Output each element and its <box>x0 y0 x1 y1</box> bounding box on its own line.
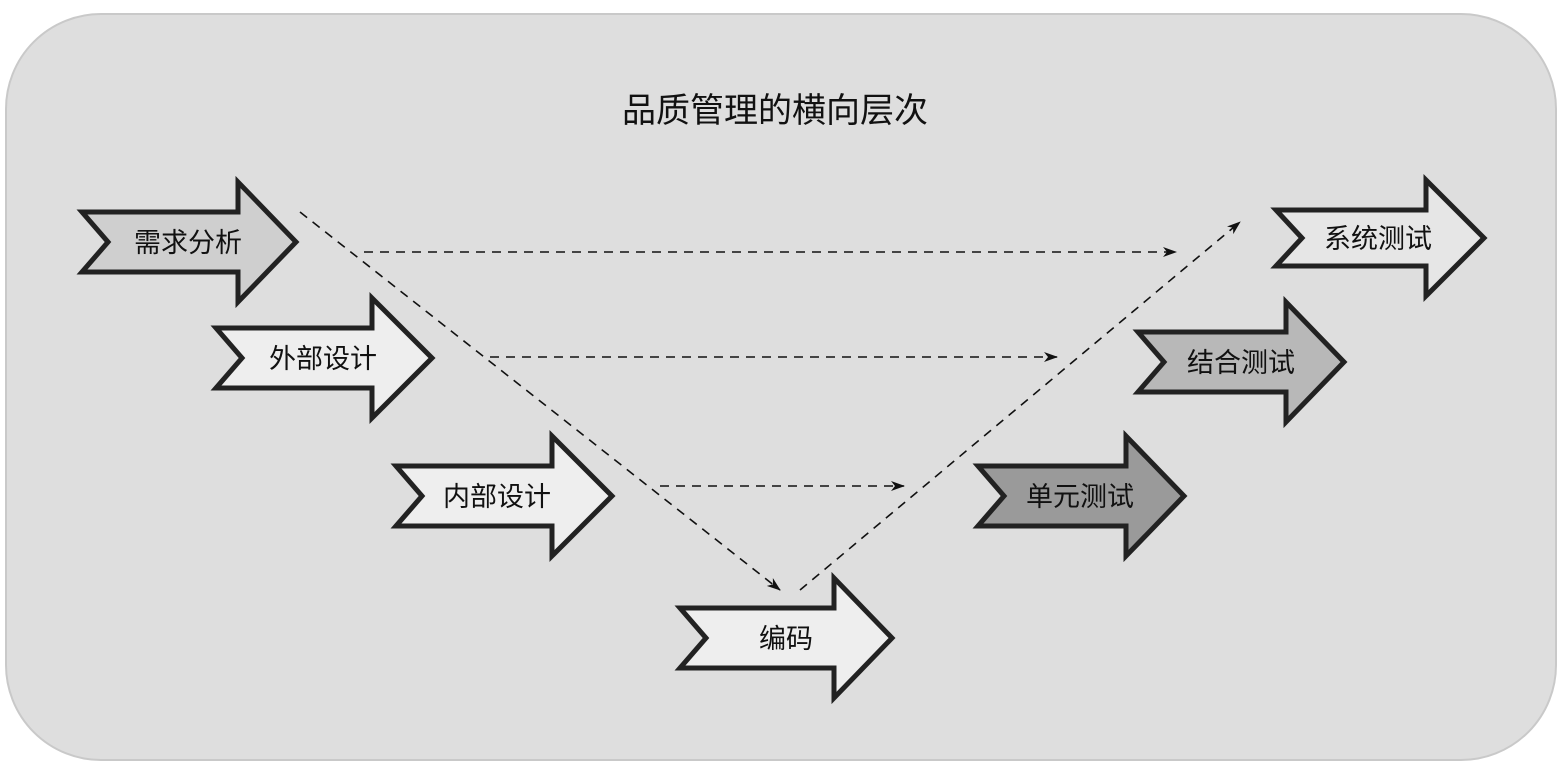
edge-requirements-to-coding <box>299 211 781 591</box>
system-test-label: 系统测试 <box>1324 224 1432 255</box>
node-unit-test: 单元测试 <box>972 429 1188 563</box>
node-system-test: 系统测试 <box>1270 173 1488 303</box>
unit-test-arrow-shape <box>972 429 1188 563</box>
system-test-arrow-shape <box>1270 173 1488 303</box>
node-requirements: 需求分析 <box>76 175 300 309</box>
unit-test-label: 单元测试 <box>1026 482 1134 513</box>
internal-design-label: 内部设计 <box>443 482 551 513</box>
node-internal-design: 内部设计 <box>390 429 616 563</box>
integration-test-arrow-shape <box>1132 295 1348 429</box>
external-design-arrow-shape <box>210 291 436 425</box>
integration-test-label: 结合测试 <box>1187 348 1295 379</box>
coding-arrow-shape <box>674 571 896 705</box>
background-panel <box>5 13 1557 761</box>
node-coding: 编码 <box>674 571 896 705</box>
internal-design-arrow-shape <box>390 429 616 563</box>
node-external-design: 外部设计 <box>210 291 436 425</box>
requirements-label: 需求分析 <box>134 228 242 259</box>
coding-label: 编码 <box>759 624 813 655</box>
requirements-arrow-shape <box>76 175 300 309</box>
edge-layer <box>299 211 1241 591</box>
diagram-title: 品质管理的横向层次 <box>622 91 928 131</box>
external-design-label: 外部设计 <box>269 344 377 375</box>
node-integration-test: 结合测试 <box>1132 295 1348 429</box>
